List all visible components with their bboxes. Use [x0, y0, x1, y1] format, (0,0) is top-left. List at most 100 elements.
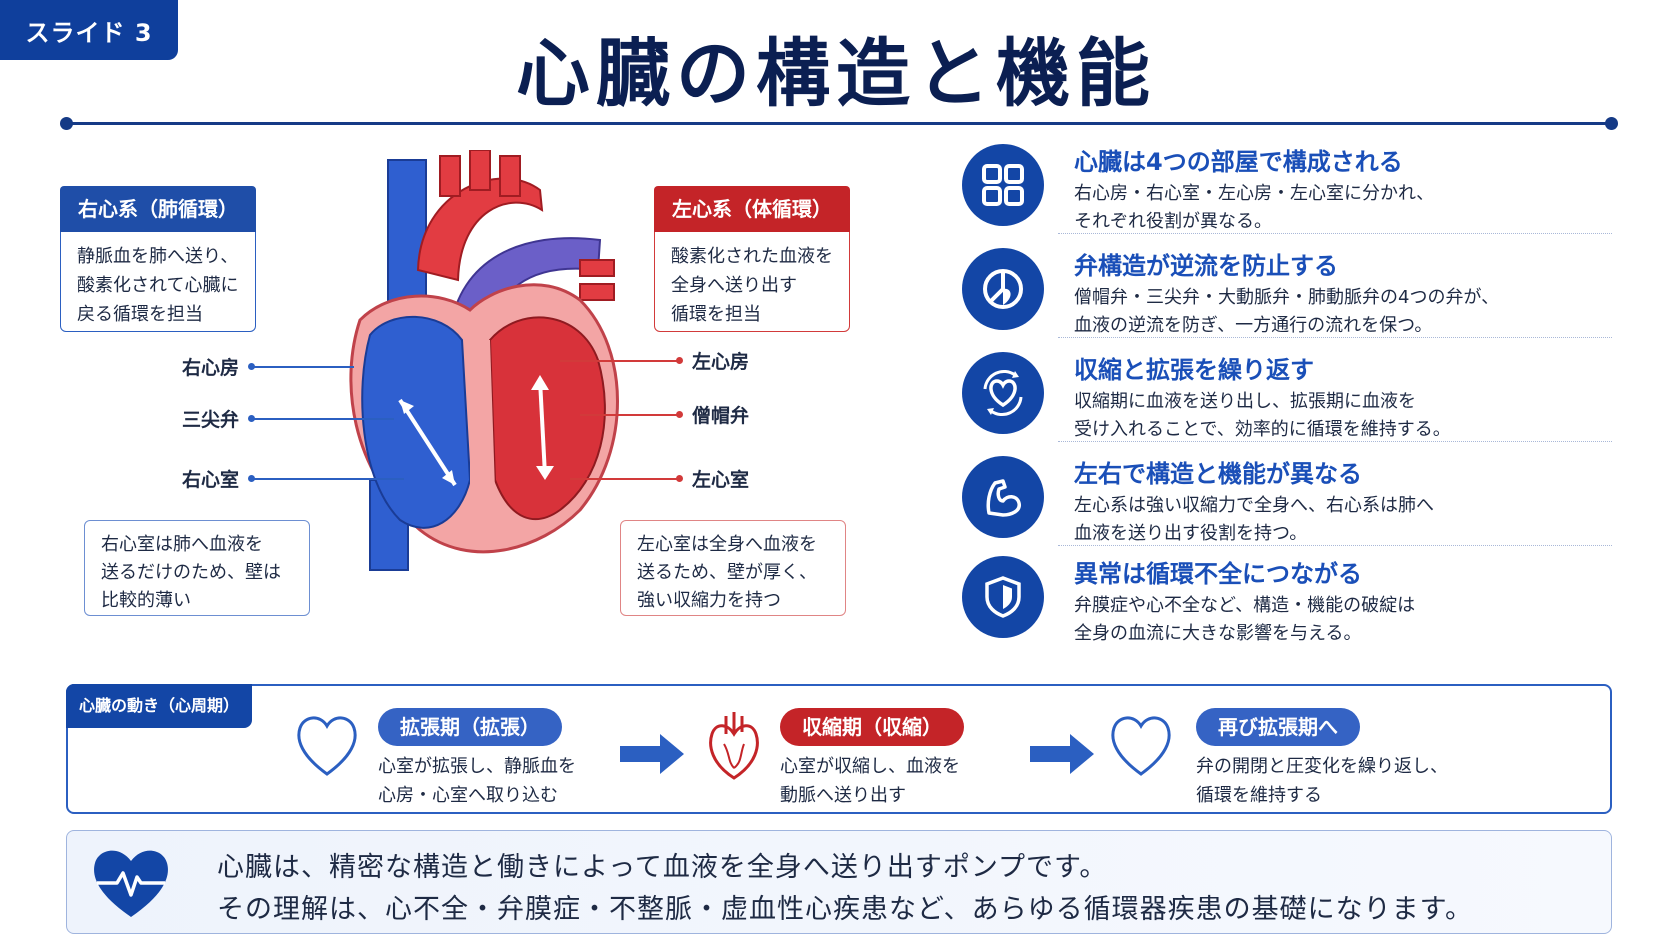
- leader-line: [580, 414, 678, 416]
- heart-cycle-icon: [962, 352, 1044, 434]
- page-title: 心臓の構造と機能: [516, 31, 1156, 117]
- note-line: 送るだけのため、壁は: [101, 562, 281, 583]
- phase-label: 再び拡張期へ: [1196, 708, 1360, 746]
- leader-line: [254, 366, 354, 368]
- leader-line: [560, 360, 678, 362]
- feature-divider: [1058, 337, 1612, 338]
- left-system-box: 左心系（体循環） 酸素化された血液を 全身へ送り出す 循環を担当: [654, 186, 850, 332]
- feature-title: 収縮と拡張を繰り返す: [1074, 356, 1314, 384]
- phase-line: 心房・心室へ取り込む: [378, 785, 558, 806]
- label-right-atrium: 右心房: [182, 357, 240, 379]
- feature-title: 弁構造が逆流を防止する: [1074, 252, 1338, 280]
- title-divider: [60, 117, 1618, 130]
- leader-line: [570, 478, 678, 480]
- right-system-body: 静脈血を肺へ送り、 酸素化されて心臓に 戻る循環を担当: [61, 232, 255, 339]
- note-line: 左心室は全身へ血液を: [637, 534, 817, 555]
- feature-title: 異常は循環不全につながる: [1074, 560, 1362, 588]
- feature-description: 左心系は強い収縮力で全身へ、右心系は肺へ 血液を送り出す役割を持つ。: [1074, 492, 1434, 548]
- feature-title: 心臓は4つの部屋で構成される: [1074, 148, 1403, 176]
- leader-line: [254, 418, 394, 420]
- phase-description: 心室が収縮し、血液を 動脈へ送り出す: [780, 752, 964, 810]
- feature-line: 右心房・右心室・左心房・左心室に分かれ、: [1074, 183, 1435, 204]
- note-line: 強い収縮力を持つ: [637, 590, 781, 611]
- feature-contraction-cycle: 収縮と拡張を繰り返す 収縮期に血液を送り出し、拡張期に血液を 受け入れることで、…: [962, 348, 1612, 448]
- phase-diastole: 拡張期（拡張） 心室が拡張し、静脈血を 心房・心室へ取り込む: [378, 708, 576, 810]
- leader-dot: [676, 411, 683, 418]
- anatomical-heart-icon: [709, 712, 759, 780]
- feature-line: それぞれ役割が異なる。: [1074, 211, 1272, 232]
- summary-panel: 心臓は、精密な構造と働きによって血液を全身へ送り出すポンプです。 その理解は、心…: [66, 830, 1612, 934]
- slide-number-tag: スライド 3: [0, 0, 178, 60]
- feature-line: 受け入れることで、効率的に循環を維持する。: [1074, 419, 1451, 440]
- phase-line: 動脈へ送り出す: [780, 785, 906, 806]
- label-left-atrium: 左心房: [692, 351, 750, 373]
- label-tricuspid-valve: 三尖弁: [182, 409, 240, 431]
- feature-left-right-difference: 左右で構造と機能が異なる 左心系は強い収縮力で全身へ、右心系は肺へ 血液を送り出…: [962, 452, 1612, 552]
- note-line: 比較的薄い: [101, 590, 191, 611]
- note-line: 右心室は肺へ血液を: [101, 534, 263, 555]
- label-right-ventricle: 右心室: [182, 469, 240, 491]
- right-ventricle-note: 右心室は肺へ血液を 送るだけのため、壁は 比較的薄い: [84, 520, 310, 616]
- right-system-header: 右心系（肺循環）: [60, 186, 256, 232]
- feature-description: 収縮期に血液を送り出し、拡張期に血液を 受け入れることで、効率的に循環を維持する…: [1074, 388, 1451, 444]
- heart-anatomy-illustration: [349, 150, 619, 571]
- feature-line: 弁膜症や心不全など、構造・機能の破綻は: [1074, 595, 1416, 616]
- leader-line: [254, 478, 404, 480]
- phase-line: 心室が拡張し、静脈血を: [378, 756, 576, 777]
- left-system-line: 循環を担当: [671, 304, 761, 325]
- phase-description: 弁の開閉と圧変化を繰り返し、 循環を維持する: [1196, 752, 1448, 810]
- leader-dot: [248, 415, 255, 422]
- right-system-box: 右心系（肺循環） 静脈血を肺へ送り、 酸素化されて心臓に 戻る循環を担当: [60, 186, 256, 332]
- phase-label: 拡張期（拡張）: [378, 708, 562, 746]
- muscle-icon: [962, 456, 1044, 538]
- feature-title: 左右で構造と機能が異なる: [1074, 460, 1362, 488]
- right-system-line: 静脈血を肺へ送り、: [77, 246, 239, 267]
- feature-line: 僧帽弁・三尖弁・大動脈弁・肺動脈弁の4つの弁が、: [1074, 287, 1500, 308]
- cardiac-cycle-tag: 心臓の動き（心周期）: [66, 684, 252, 728]
- phase-line: 循環を維持する: [1196, 785, 1322, 806]
- left-system-line: 全身へ送り出す: [671, 275, 797, 296]
- feature-description: 弁膜症や心不全など、構造・機能の破綻は 全身の血流に大きな影響を与える。: [1074, 592, 1415, 648]
- left-system-header: 左心系（体循環）: [654, 186, 850, 232]
- summary-line: 心臓は、精密な構造と働きによって血液を全身へ送り出すポンプです。: [217, 852, 1108, 883]
- label-left-ventricle: 左心室: [692, 469, 750, 491]
- phase-line: 心室が収縮し、血液を: [780, 756, 960, 777]
- left-ventricle-note: 左心室は全身へ血液を 送るため、壁が厚く、 強い収縮力を持つ: [620, 520, 846, 616]
- left-system-body: 酸素化された血液を 全身へ送り出す 循環を担当: [655, 232, 849, 339]
- phase-label: 収縮期（収縮）: [780, 708, 964, 746]
- leader-dot: [676, 475, 683, 482]
- note-line: 送るため、壁が厚く、: [637, 562, 817, 583]
- leader-dot: [248, 363, 255, 370]
- arrow-right-icon: [620, 734, 684, 774]
- left-system-line: 酸素化された血液を: [671, 246, 833, 267]
- shield-icon: [962, 556, 1044, 638]
- leader-dot: [248, 475, 255, 482]
- feature-circulatory-failure: 異常は循環不全につながる 弁膜症や心不全など、構造・機能の破綻は 全身の血流に大…: [962, 552, 1612, 652]
- four-squares-icon: [962, 144, 1044, 226]
- cardiac-cycle-panel: 心臓の動き（心周期） 拡張期（拡張） 心室が拡張し、静脈血を 心房・心室へ取り込…: [66, 684, 1612, 814]
- phase-description: 心室が拡張し、静脈血を 心房・心室へ取り込む: [378, 752, 576, 810]
- feature-divider: [1058, 233, 1612, 234]
- right-system-line: 戻る循環を担当: [77, 304, 203, 325]
- feature-valves: 弁構造が逆流を防止する 僧帽弁・三尖弁・大動脈弁・肺動脈弁の4つの弁が、 血液の…: [962, 244, 1612, 344]
- heart-outline-icon: [297, 716, 357, 776]
- phase-systole: 収縮期（収縮） 心室が収縮し、血液を 動脈へ送り出す: [780, 708, 964, 810]
- arrow-right-icon: [1030, 734, 1094, 774]
- label-mitral-valve: 僧帽弁: [692, 405, 750, 427]
- feature-line: 収縮期に血液を送り出し、拡張期に血液を: [1074, 391, 1416, 412]
- feature-four-chambers: 心臓は4つの部屋で構成される 右心房・右心室・左心房・左心室に分かれ、 それぞれ…: [962, 140, 1612, 240]
- feature-line: 血液の逆流を防ぎ、一方通行の流れを保つ。: [1074, 315, 1433, 336]
- right-system-line: 酸素化されて心臓に: [77, 275, 239, 296]
- phase-line: 弁の開閉と圧変化を繰り返し、: [1196, 756, 1448, 777]
- heartbeat-icon: [94, 850, 168, 917]
- feature-line: 血液を送り出す役割を持つ。: [1074, 523, 1308, 544]
- leader-dot: [676, 357, 683, 364]
- feature-line: 全身の血流に大きな影響を与える。: [1074, 623, 1362, 644]
- feature-line: 左心系は強い収縮力で全身へ、右心系は肺へ: [1074, 495, 1434, 516]
- feature-description: 右心房・右心室・左心房・左心室に分かれ、 それぞれ役割が異なる。: [1074, 180, 1434, 236]
- feature-description: 僧帽弁・三尖弁・大動脈弁・肺動脈弁の4つの弁が、 血液の逆流を防ぎ、一方通行の流…: [1074, 284, 1499, 340]
- phase-diastole-again: 再び拡張期へ 弁の開閉と圧変化を繰り返し、 循環を維持する: [1196, 708, 1448, 810]
- summary-line: その理解は、心不全・弁膜症・不整脈・虚血性心疾患など、あらゆる循環器疾患の基礎に…: [217, 894, 1473, 925]
- valve-icon: [962, 248, 1044, 330]
- feature-divider: [1058, 441, 1612, 442]
